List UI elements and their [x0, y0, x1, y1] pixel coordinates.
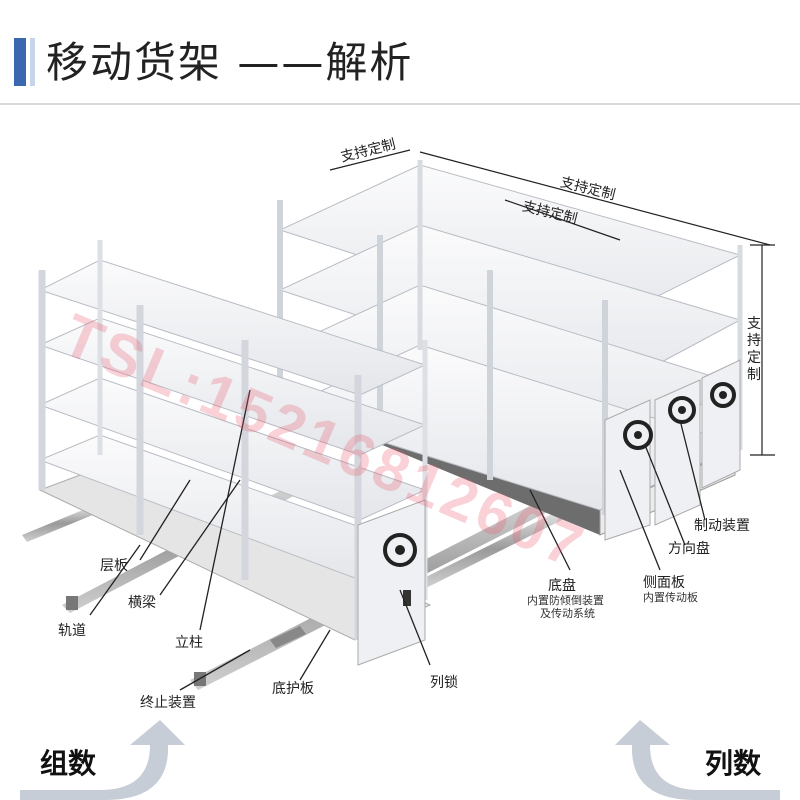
label-side-panel: 侧面板 — [643, 575, 685, 591]
label-track: 轨道 — [58, 623, 86, 639]
label-post: 立柱 — [175, 635, 203, 651]
lock-icon — [403, 590, 411, 606]
header-divider — [0, 103, 800, 105]
label-chassis-note2: 及传动系统 — [540, 607, 595, 620]
label-chassis-note1: 内置防倾倒装置 — [527, 594, 604, 607]
end-stop-block — [270, 626, 306, 648]
end-stop-block — [66, 596, 78, 610]
label-steering-wheel: 方向盘 — [668, 541, 710, 557]
label-brake: 制动装置 — [694, 518, 750, 534]
label-height: 支持定制 — [747, 316, 761, 383]
leader-lines — [89, 389, 706, 691]
label-beam: 横梁 — [128, 595, 156, 611]
header: 移动货架 ——解析 — [0, 0, 800, 106]
label-end-stop: 终止装置 — [140, 695, 196, 711]
page-title: 移动货架 ——解析 — [46, 38, 414, 87]
label-lock: 列锁 — [430, 675, 458, 691]
label-chassis: 底盘 — [548, 578, 576, 594]
label-side-panel-note: 内置传动板 — [643, 591, 698, 604]
label-base-guard: 底护板 — [272, 681, 314, 697]
track-rail — [420, 510, 566, 588]
label-columns: 列数 — [705, 747, 762, 780]
label-shelf: 层板 — [100, 558, 128, 574]
title-accent-bar-light — [30, 38, 35, 86]
front-shelving-unit — [38, 240, 432, 666]
arrows — [20, 720, 780, 800]
track-rail — [22, 505, 100, 542]
label-groups: 组数 — [40, 747, 97, 780]
dimension-lines — [329, 149, 775, 456]
title-accent-bar — [14, 38, 26, 86]
